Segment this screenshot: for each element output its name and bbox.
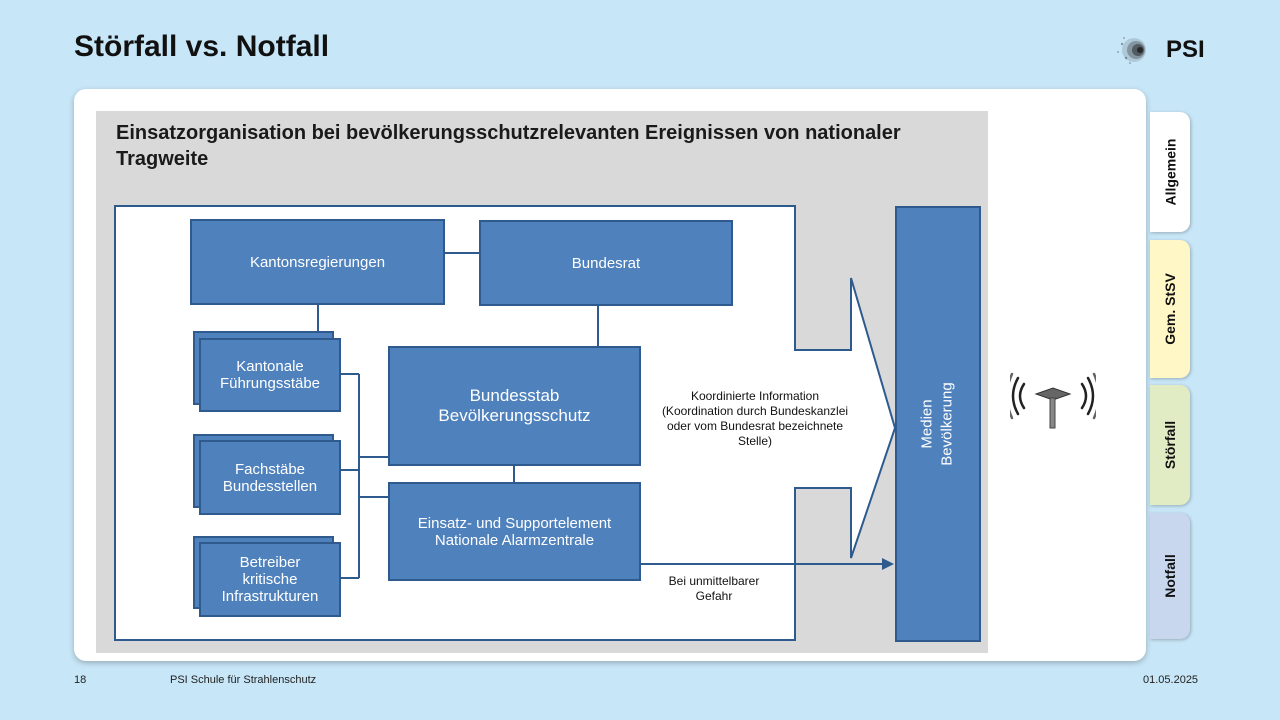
box-betreiber-infrastrukturen: Betreiber kritische Infrastrukturen <box>199 542 341 617</box>
tab-allgemein[interactable]: Allgemein <box>1150 112 1190 232</box>
tab-stoerfall[interactable]: Störfall <box>1150 385 1190 505</box>
tab-gem-stsv[interactable]: Gem. StSV <box>1150 240 1190 378</box>
box-kantonale-fuehrungsstaebe: Kantonale Führungsstäbe <box>199 338 341 412</box>
box-bundesrat: Bundesrat <box>479 220 733 306</box>
tab-notfall[interactable]: Notfall <box>1150 513 1190 639</box>
tab-stoerfall-label: Störfall <box>1162 420 1179 470</box>
box-fachstaebe-bundesstellen: Fachstäbe Bundesstellen <box>199 440 341 515</box>
footer-page-number: 18 <box>74 674 87 686</box>
box-einsatz-nationale-alarmzentrale: Einsatz- und Supportelement Nationale Al… <box>388 482 641 581</box>
footer-date: 01.05.2025 <box>1143 674 1199 686</box>
box-medien-bevoelkerung: Medien Bevölkerung <box>895 206 981 642</box>
box-bundesstab: Bundesstab Bevölkerungsschutz <box>388 346 641 466</box>
box-kantonsregierungen: Kantonsregierungen <box>190 219 445 305</box>
danger-arrowhead <box>882 558 894 570</box>
medien-label: Medien Bevölkerung <box>919 382 957 466</box>
note-koordinierte-information: Koordinierte Information (Koordination d… <box>661 389 849 448</box>
note-unmittelbare-gefahr: Bei unmittelbarer Gefahr <box>668 574 760 603</box>
tab-allgemein-label: Allgemein <box>1162 138 1178 206</box>
footer-organization: PSI Schule für Strahlenschutz <box>170 674 317 686</box>
slide-title: Störfall vs. Notfall <box>74 30 330 63</box>
tab-notfall-label: Notfall <box>1162 554 1178 598</box>
tab-gem-stsv-label: Gem. StSV <box>1162 273 1178 345</box>
psi-logo-icon <box>1117 37 1146 64</box>
psi-logo-text: PSI <box>1166 36 1205 63</box>
antenna-broadcast-icon <box>1010 372 1096 429</box>
diagram-title: Einsatzorganisation bei bevölkerungsschu… <box>116 122 901 170</box>
